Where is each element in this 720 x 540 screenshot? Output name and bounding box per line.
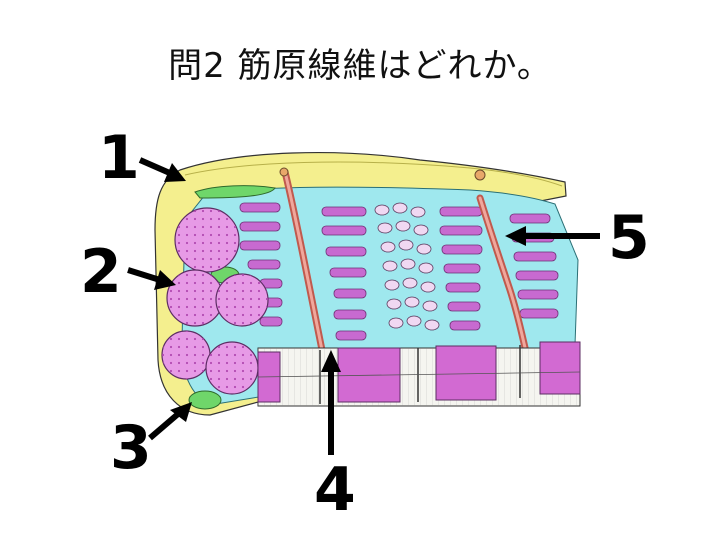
question-title: 問2 筋原線維はどれか。 [168, 46, 552, 86]
cross-section-tubules [374, 202, 440, 331]
myofibril-stripes-middle [321, 206, 367, 341]
label-5: 5 [608, 203, 650, 273]
label-3: 3 [110, 413, 152, 483]
myofibril-stripes-left [239, 202, 283, 327]
myofibril-cross-sections [161, 207, 269, 395]
nucleus-top [194, 185, 276, 199]
banded-myofibrils [257, 341, 581, 407]
pointer-arrows [127, 157, 600, 455]
label-1: 1 [98, 123, 140, 193]
nucleus-bottom [188, 390, 222, 410]
label-4: 4 [314, 455, 356, 525]
label-2: 2 [80, 237, 122, 307]
